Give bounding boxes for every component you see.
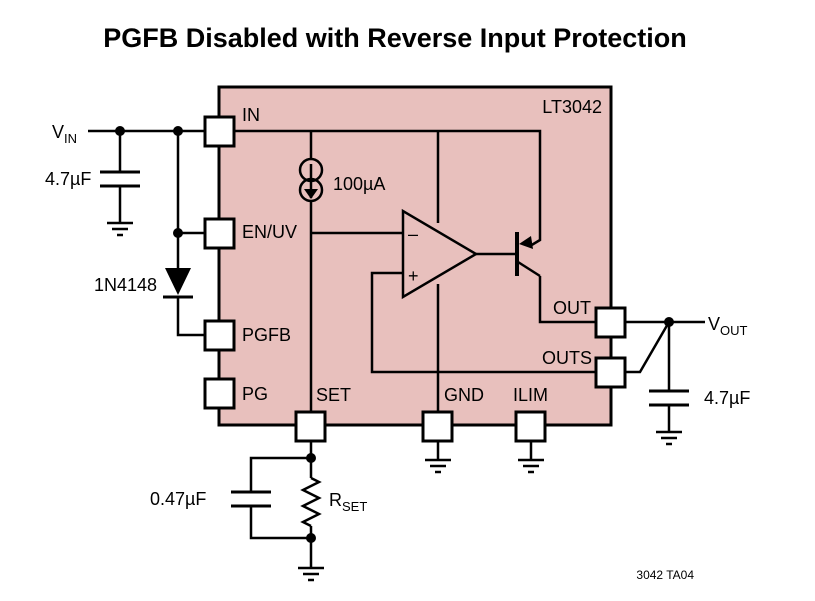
chip-name-label: LT3042: [542, 97, 602, 117]
rset-label: RSET: [329, 490, 367, 514]
pin-out: [594, 306, 627, 339]
ilim-ground-icon: [516, 458, 546, 474]
diode-icon: [165, 268, 191, 295]
vout-label: VOUT: [708, 314, 748, 338]
opamp-triangle: [401, 208, 479, 300]
pin-en-uv: [203, 217, 236, 250]
set-ground-icon: [296, 566, 326, 582]
pgfb-wire: [176, 297, 205, 337]
pin-ilim-label: ILIM: [513, 385, 548, 405]
cset-value-label: 0.47µF: [150, 489, 206, 509]
pin-gnd-label: GND: [444, 385, 484, 405]
pin-outs-label: OUTS: [542, 348, 592, 368]
transistor-collector: [517, 260, 541, 278]
pin-en-uv-label: EN/UV: [242, 222, 297, 242]
out-wire: [538, 276, 596, 324]
opamp-inverting-sign: –: [408, 224, 418, 244]
diode-label: 1N4148: [94, 275, 157, 295]
cin-value-label: 4.7µF: [45, 169, 91, 189]
in-rail-wire: [235, 129, 542, 248]
pin-gnd: [421, 410, 454, 443]
gnd-pin-ground-icon: [423, 458, 453, 474]
rset-resistor-icon: [300, 476, 322, 528]
outs-sense-wire: [625, 321, 671, 374]
feedback-wire: [370, 271, 596, 374]
pin-pg-label: PG: [242, 384, 268, 404]
pin-out-label: OUT: [553, 298, 591, 318]
pin-in-label: IN: [242, 105, 260, 125]
cout-ground-icon: [654, 430, 684, 446]
vin-label: VIN: [52, 122, 77, 146]
pin-pgfb-label: PGFB: [242, 325, 291, 345]
opamp-noninverting-sign: +: [408, 266, 419, 286]
diagram-title: PGFB Disabled with Reverse Input Protect…: [103, 23, 687, 53]
pin-pg: [203, 377, 236, 410]
figure-id-label: 3042 TA04: [636, 568, 694, 582]
pin-set-label: SET: [316, 385, 351, 405]
pin-ilim: [514, 410, 547, 443]
current-source-label: 100µA: [333, 174, 385, 194]
current-arrow-icon: [304, 189, 318, 199]
pin-outs: [594, 356, 627, 389]
lt3042-chip-body: [217, 85, 613, 427]
cout-value-label: 4.7µF: [704, 388, 750, 408]
pin-pgfb: [203, 319, 236, 352]
cin-ground-icon: [105, 221, 135, 237]
pin-in: [203, 115, 236, 148]
transistor-emitter-arrow-icon: [519, 236, 533, 249]
en-uv-node-dot: [173, 228, 183, 238]
pin-set: [294, 410, 327, 443]
